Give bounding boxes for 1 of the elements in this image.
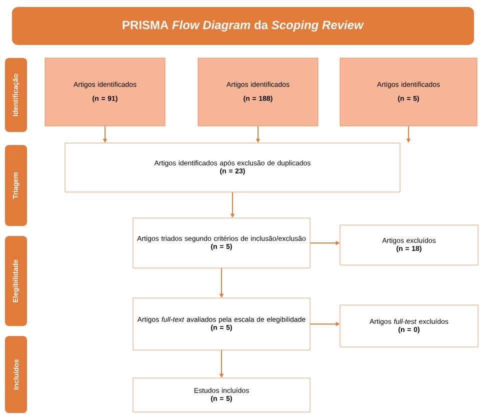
title-banner: PRISMA Flow Diagram da Scoping Review	[12, 7, 474, 45]
